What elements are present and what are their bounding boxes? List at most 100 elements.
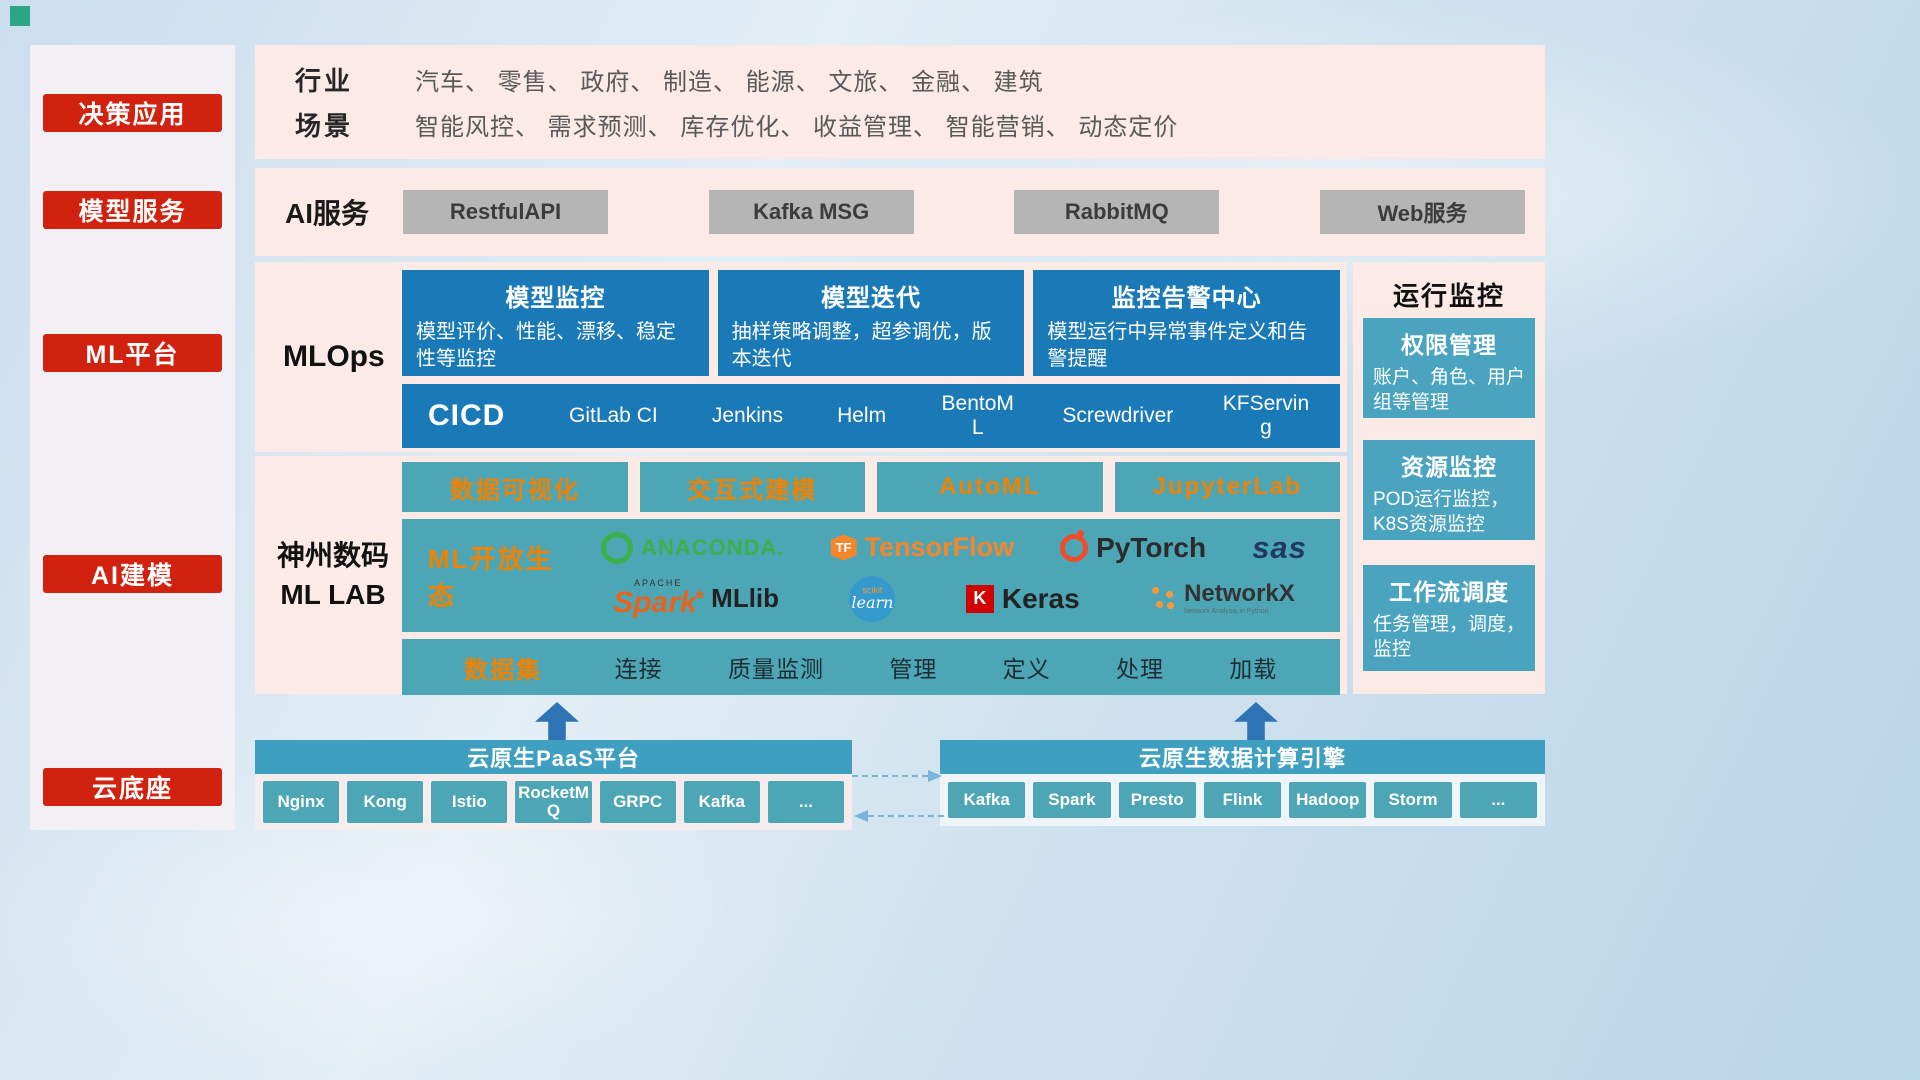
anaconda-icon <box>601 531 634 564</box>
dataset-items: 连接 质量监测 管理 定义 处理 加载 <box>582 650 1310 684</box>
paas-item-kafka: Kafka <box>683 781 760 823</box>
ai-service-panel: AI服务 RestfulAPI Kafka MSG RabbitMQ Web服务 <box>255 168 1545 256</box>
data-engine-header: 云原生数据计算引擎 <box>940 740 1545 774</box>
industry-line: 行业 汽车、 零售、 政府、 制造、 能源、 文旅、 金融、 建筑 <box>255 61 1545 98</box>
ml-ecosystem-box: ML开放生态 ANACONDA. TF TensorFlow <box>402 519 1340 632</box>
up-arrow-engine <box>1234 702 1278 740</box>
networkx-label: NetworkX <box>1184 580 1295 608</box>
tensorflow-label: TensorFlow <box>864 532 1015 562</box>
up-arrow-paas <box>535 702 579 740</box>
pytorch-label: PyTorch <box>1096 531 1207 563</box>
cicd-items: GitLab CI Jenkins Helm BentoML Screwdriv… <box>561 392 1312 440</box>
category-badge-ml-platform: ML平台 <box>43 334 222 372</box>
cicd-bar: CICD GitLab CI Jenkins Helm BentoML Scre… <box>402 384 1340 448</box>
pytorch-icon <box>1060 529 1089 562</box>
paas-platform-header: 云原生PaaS平台 <box>255 740 852 774</box>
card-workflow-scheduling: 工作流调度 任务管理，调度，监控 <box>1363 565 1535 671</box>
ai-service-label: AI服务 <box>285 198 370 229</box>
engine-item-storm: Storm <box>1374 782 1452 818</box>
dataset-item-manage: 管理 <box>889 656 938 682</box>
service-box-rabbitmq: RabbitMQ <box>1014 190 1220 234</box>
card-desc: 抽样策略调整，超参调优，版本迭代 <box>731 321 992 370</box>
paas-item-kong: Kong <box>347 781 424 823</box>
card-desc: 模型运行中异常事件定义和告警提醒 <box>1047 321 1308 370</box>
mlops-label: MLOps <box>283 340 385 373</box>
card-title: 监控告警中心 <box>1111 285 1262 312</box>
service-box-restfulapi: RestfulAPI <box>403 190 608 234</box>
card-resource-monitoring: 资源监控 POD运行监控，K8S资源监控 <box>1363 440 1535 540</box>
cicd-item-bentoml: BentoML <box>941 391 1014 439</box>
paas-item-grpc: GRPC <box>599 781 676 823</box>
paas-platform-items: Nginx Kong Istio RocketMQ GRPC Kafka ... <box>255 774 852 830</box>
scikit-learn-icon: scikit learn <box>849 575 896 622</box>
card-alert-center: 监控告警中心 模型运行中异常事件定义和告警提醒 <box>1033 270 1341 376</box>
cicd-item-kfserving: KFServing <box>1222 391 1310 439</box>
card-model-iteration: 模型迭代 抽样策略调整，超参调优，版本迭代 <box>717 270 1025 376</box>
card-desc: 账户、角色、用户组等管理 <box>1373 367 1526 413</box>
industry-scene-panel: 行业 汽车、 零售、 政府、 制造、 能源、 文旅、 金融、 建筑 场景 智能风… <box>255 45 1545 159</box>
pytorch-logo: PyTorch <box>1060 529 1207 564</box>
ml-ecosystem-label: ML开放生态 <box>428 543 554 611</box>
ml-lab-top-buttons: 数据可视化 交互式建模 AutoML JupyterLab <box>402 462 1340 512</box>
engine-item-spark: Spark <box>1033 782 1111 818</box>
dataset-item-define: 定义 <box>1002 656 1051 682</box>
ml-lab-label-line1: 神州数码 <box>276 539 389 571</box>
lab-box-automl: AutoML <box>877 462 1103 512</box>
card-title: 资源监控 <box>1401 454 1497 480</box>
keras-label: Keras <box>1001 582 1080 614</box>
ai-service-buttons: RestfulAPI Kafka MSG RabbitMQ Web服务 <box>403 190 1525 234</box>
cicd-label: CICD <box>428 399 506 432</box>
keras-icon: K <box>965 584 994 613</box>
lab-box-interactive-modeling: 交互式建模 <box>639 462 865 512</box>
card-title: 模型迭代 <box>821 285 921 312</box>
card-desc: POD运行监控，K8S资源监控 <box>1373 489 1510 535</box>
engine-item-flink: Flink <box>1203 782 1282 818</box>
card-title: 模型监控 <box>505 285 606 312</box>
data-engine-items: Kafka Spark Presto Flink Hadoop Storm ..… <box>940 774 1545 826</box>
run-monitor-title: 运行监控 <box>1392 281 1505 311</box>
keras-logo: K Keras <box>965 582 1080 615</box>
networkx-logo: NetworkX Network Analysis in Python <box>1150 581 1295 615</box>
apache-label: APACHE <box>634 578 683 588</box>
service-box-web: Web服务 <box>1319 190 1525 234</box>
dataset-bar: 数据集 连接 质量监测 管理 定义 处理 加载 <box>402 639 1340 695</box>
paas-item-nginx: Nginx <box>263 781 340 823</box>
spark-mllib-logo: APACHE Spark MLlib <box>613 579 779 618</box>
networkx-dots <box>1152 587 1160 595</box>
scene-line: 场景 智能风控、 需求预测、 库存优化、 收益管理、 智能营销、 动态定价 <box>255 106 1545 143</box>
left-category-panel: 决策应用 模型服务 ML平台 AI建模 云底座 <box>30 45 235 830</box>
category-badge-decision-apps: 决策应用 <box>43 94 222 132</box>
tensorflow-icon: TF <box>830 534 857 561</box>
dataset-label: 数据集 <box>464 656 542 684</box>
scikit-learn-logo: scikit learn <box>849 575 896 622</box>
sas-label: sas <box>1252 529 1307 565</box>
cicd-item-gitlab-ci: GitLab CI <box>568 403 658 427</box>
card-model-monitoring: 模型监控 模型评价、性能、漂移、稳定性等监控 <box>402 270 709 376</box>
mlops-cards: 模型监控 模型评价、性能、漂移、稳定性等监控 模型迭代 抽样策略调整，超参调优，… <box>402 270 1341 376</box>
networkx-subtitle: Network Analysis in Python <box>1184 607 1269 615</box>
service-box-kafka-msg: Kafka MSG <box>708 190 914 234</box>
sas-logo: sas <box>1252 530 1307 566</box>
ml-ecosystem-logos: ANACONDA. TF TensorFlow PyTorch sas <box>578 529 1330 622</box>
ecosystem-logos-row-2: APACHE Spark MLlib scikit learn <box>578 575 1330 622</box>
scikit-label: scikit <box>862 585 883 595</box>
cicd-item-helm: Helm <box>837 403 887 427</box>
mlops-panel: MLOps 模型监控 模型评价、性能、漂移、稳定性等监控 模型迭代 抽样策略调整… <box>255 262 1347 452</box>
learn-label: learn <box>851 593 894 612</box>
cicd-item-jenkins: Jenkins <box>711 403 784 427</box>
spark-label: Spark <box>613 588 703 618</box>
card-title: 权限管理 <box>1401 332 1497 358</box>
dataset-item-load: 加载 <box>1229 656 1278 682</box>
dataset-item-connect: 连接 <box>614 656 663 682</box>
card-desc: 任务管理，调度，监控 <box>1373 614 1526 660</box>
category-badge-ai-modeling: AI建模 <box>43 555 222 593</box>
dataset-item-process: 处理 <box>1115 656 1164 682</box>
dashed-flow-arrows <box>852 770 944 822</box>
networkx-labels: NetworkX Network Analysis in Python <box>1184 581 1295 615</box>
run-monitor-panel: 运行监控 权限管理 账户、角色、用户组等管理 资源监控 POD运行监控，K8S资… <box>1353 262 1545 694</box>
industry-label: 行业 <box>295 66 354 96</box>
scene-label: 场景 <box>295 111 354 141</box>
engine-item-more: ... <box>1459 782 1537 818</box>
tensorflow-logo: TF TensorFlow <box>830 532 1015 563</box>
